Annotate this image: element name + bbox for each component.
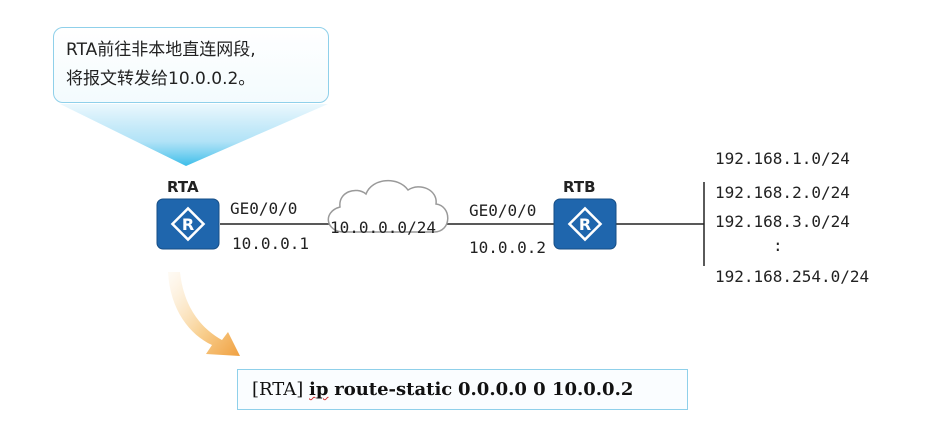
rta-ip: 10.0.0.1 [232, 234, 310, 253]
rta-interface: GE0/0/0 [230, 199, 298, 218]
command-box: [RTA] ip route-static 0.0.0.0 0 10.0.0.2 [237, 369, 688, 410]
cloud-label: 10.0.0.0/24 [330, 218, 436, 237]
network-ellipsis: : [773, 236, 783, 255]
command-route: route-static [334, 379, 453, 400]
callout-bubble: RTA前往非本地直连网段, 将报文转发给10.0.0.2。 [53, 27, 329, 103]
rtb-ip: 10.0.0.2 [469, 238, 547, 257]
rtb-interface: GE0/0/0 [469, 201, 537, 220]
router-rta-icon[interactable]: R [156, 198, 220, 250]
callout-line-2: 将报文转发给10.0.0.2。 [66, 69, 256, 89]
orange-arrow [168, 272, 240, 356]
rtb-name: RTB [563, 178, 596, 196]
command-prompt: [RTA] [252, 379, 304, 400]
command-ip: ip [309, 379, 329, 400]
router-rtb-icon[interactable]: R [553, 198, 617, 250]
network-1: 192.168.1.0/24 [715, 149, 850, 168]
callout-line-1: RTA前往非本地直连网段, [66, 40, 256, 60]
network-cloud-icon [327, 180, 449, 233]
svg-text:R: R [182, 215, 194, 234]
rta-name: RTA [167, 178, 199, 196]
network-254: 192.168.254.0/24 [715, 267, 870, 286]
command-args: 0.0.0.0 0 10.0.0.2 [458, 379, 634, 400]
network-3: 192.168.3.0/24 [715, 212, 850, 231]
svg-text:R: R [579, 215, 591, 234]
network-2: 192.168.2.0/24 [715, 183, 850, 202]
